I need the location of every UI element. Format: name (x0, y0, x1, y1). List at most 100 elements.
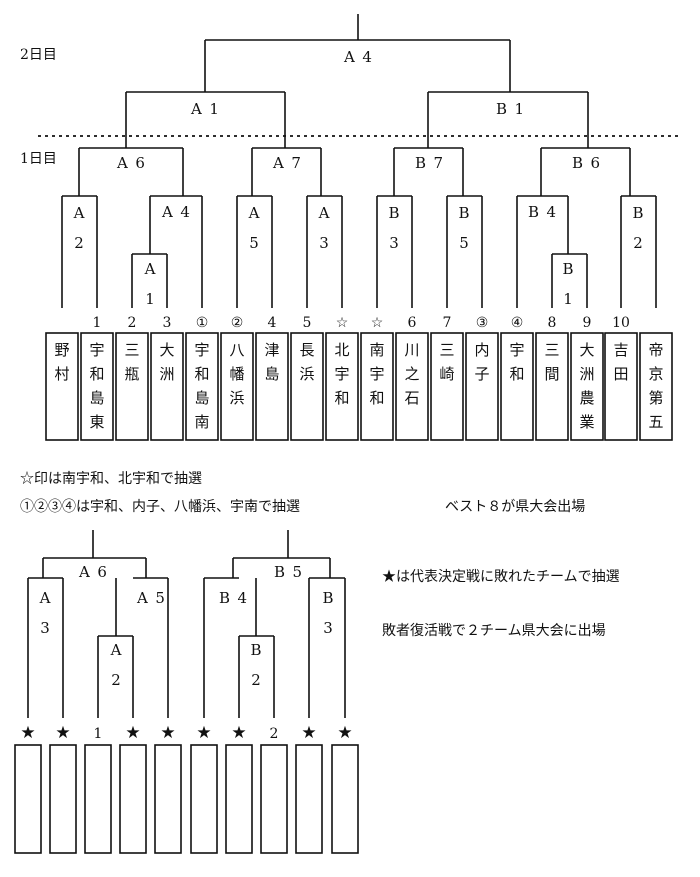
slot-number-9: ☆ (371, 315, 384, 331)
loser-slot-mark-2: 1 (94, 726, 103, 742)
circle-lottery-note: ①②③④は宇和、内子、八幡浜、宇南で抽選 (20, 499, 300, 515)
team-name-15: 大洲農業 (579, 341, 594, 431)
loser-box-3 (119, 744, 147, 854)
loser-slot-mark-0: ★ (20, 723, 35, 743)
team-name-9: 南宇和 (369, 341, 384, 407)
round2-label-2: B 7 (415, 154, 443, 172)
team-box-4 (185, 332, 219, 441)
slot-number-3: 3 (163, 315, 172, 331)
team-name-7: 長浜 (299, 341, 314, 383)
team-name-10: 川之石 (404, 341, 419, 407)
best8-note: ベスト８が県大会出場 (445, 499, 585, 515)
team-name-1: 宇和島東 (89, 341, 104, 431)
team-box-14 (535, 332, 569, 441)
loser-box-6 (225, 744, 253, 854)
loser-box-4 (154, 744, 182, 854)
loser-box-0 (14, 744, 42, 854)
slot-number-10: 6 (408, 315, 417, 331)
team-box-16 (604, 332, 638, 441)
team-name-5: 八幡浜 (229, 341, 244, 407)
team-name-17: 帝京第五 (648, 341, 663, 431)
team-box-12 (465, 332, 499, 441)
bracket-lines (27, 14, 680, 718)
loser-slot-mark-8: ★ (301, 723, 316, 743)
round2-label-0: A 6 (116, 154, 145, 172)
semi-b-label: B 1 (496, 100, 524, 118)
day2-label: 2日目 (20, 47, 57, 63)
day1-label: 1日目 (20, 151, 57, 167)
team-name-8: 北宇和 (334, 341, 349, 407)
team-name-11: 三崎 (439, 341, 454, 383)
slot-number-5: ② (231, 315, 244, 331)
team-box-17 (639, 332, 673, 441)
team-box-0 (45, 332, 79, 441)
team-box-5 (220, 332, 254, 441)
loser-slot-mark-7: 2 (270, 726, 279, 742)
slot-number-8: ☆ (336, 315, 349, 331)
team-box-7 (290, 332, 324, 441)
team-box-2 (115, 332, 149, 441)
team-box-13 (500, 332, 534, 441)
round1-label-1: A 4 (161, 203, 190, 221)
team-box-3 (150, 332, 184, 441)
loser-advance-note: 敗者復活戦で２チーム県大会に出場 (382, 622, 606, 639)
loser-star-note: ★は代表決定戦に敗れたチームで抽選 (382, 569, 620, 585)
team-box-11 (430, 332, 464, 441)
team-name-2: 三瓶 (124, 341, 139, 383)
team-name-6: 津島 (264, 341, 279, 383)
loser-box-2 (84, 744, 112, 854)
team-box-9 (360, 332, 394, 441)
team-name-3: 大洲 (159, 341, 174, 383)
slot-number-6: 4 (268, 315, 277, 331)
team-name-14: 三間 (544, 341, 559, 383)
slot-number-7: 5 (303, 315, 312, 331)
team-box-8 (325, 332, 359, 441)
loser-round2-label-0: A 6 (78, 563, 107, 581)
slot-number-4: ① (196, 315, 209, 331)
team-box-1 (80, 332, 114, 441)
team-name-12: 内子 (474, 341, 489, 383)
loser-slot-mark-1: ★ (55, 723, 70, 743)
team-name-4: 宇和島南 (194, 341, 209, 431)
team-box-10 (395, 332, 429, 441)
loser-slot-mark-6: ★ (231, 723, 246, 743)
slot-number-16: 10 (612, 315, 630, 331)
slot-number-14: 8 (548, 315, 557, 331)
slot-number-13: ④ (511, 315, 524, 331)
loser-box-8 (295, 744, 323, 854)
loser-box-7 (260, 744, 288, 854)
loser-round2-label-1: B 5 (274, 563, 302, 581)
slot-number-2: 2 (128, 315, 137, 331)
loser-slot-mark-3: ★ (125, 723, 140, 743)
team-box-6 (255, 332, 289, 441)
final-label: A 4 (343, 48, 372, 66)
loser-slot-mark-5: ★ (196, 723, 211, 743)
slot-number-12: ③ (476, 315, 489, 331)
loser-box-9 (331, 744, 359, 854)
team-name-16: 吉田 (613, 341, 628, 383)
slot-number-1: 1 (93, 315, 102, 331)
loser-round1-label-2: B 4 (219, 589, 247, 607)
loser-box-1 (49, 744, 77, 854)
loser-slot-mark-4: ★ (160, 723, 175, 743)
semi-a-label: A 1 (190, 100, 219, 118)
loser-box-5 (190, 744, 218, 854)
loser-round1-label-1: A 5 (136, 589, 165, 607)
star-lottery-note: ☆印は南宇和、北宇和で抽選 (20, 471, 202, 487)
team-name-13: 宇和 (509, 341, 524, 383)
slot-number-15: 9 (583, 315, 592, 331)
team-name-0: 野村 (54, 341, 69, 383)
